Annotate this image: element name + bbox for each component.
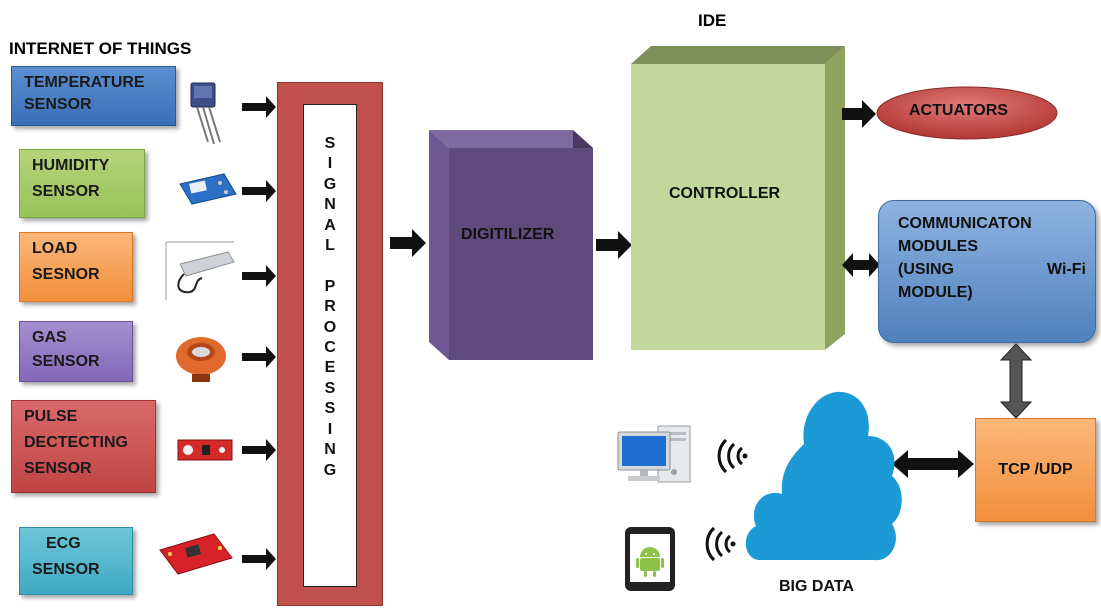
arrow-to-controller <box>596 231 632 259</box>
temperature-sensor-line2: SENSOR <box>24 96 92 113</box>
humidity-sensor-image <box>179 173 237 205</box>
pulse-sensor-line3: SENSOR <box>24 460 92 477</box>
computer-icon <box>617 425 691 483</box>
arrow-controller-communication <box>842 253 880 277</box>
ecg-sensor-line2: SENSOR <box>32 561 100 578</box>
load-sensor-box: LOAD SESNOR <box>19 232 133 302</box>
signal-processing-inner <box>303 104 357 587</box>
pulse-sensor-line1: PULSE <box>24 408 78 425</box>
arrow-pulse <box>242 439 276 461</box>
gas-sensor-image <box>176 337 226 382</box>
ecg-sensor-box: ECG SENSOR <box>19 527 133 595</box>
comm-line4: MODULE) <box>898 284 973 301</box>
arrow-temperature <box>242 96 276 118</box>
communication-modules-box <box>878 200 1096 343</box>
arrow-cloud-tcp <box>892 450 974 478</box>
arrow-load <box>242 265 276 287</box>
wifi-signal-icon <box>717 438 748 474</box>
comm-line1: COMMUNICATON <box>898 215 1032 232</box>
digitizer-label: DIGITILIZER <box>461 226 555 243</box>
arrow-ecg <box>242 548 276 570</box>
actuators-label: ACTUATORS <box>909 102 1008 119</box>
pulse-sensor-image <box>177 439 233 461</box>
load-sensor-line2: SESNOR <box>32 266 100 283</box>
controller-label: CONTROLLER <box>669 185 781 202</box>
humidity-sensor-line2: SENSOR <box>32 183 100 200</box>
comm-line3: (USING Wi-Fi <box>898 258 1086 281</box>
ide-title: IDE <box>698 11 727 30</box>
temperature-sensor-line1: TEMPERATURE <box>24 74 145 91</box>
temperature-sensor-image <box>190 82 221 145</box>
gas-sensor-box: GAS SENSOR <box>19 321 133 382</box>
tcp-udp-box: TCP /UDP <box>975 418 1096 522</box>
ecg-sensor-image <box>159 533 233 575</box>
wifi-signal-icon <box>705 526 736 562</box>
tcp-udp-label: TCP /UDP <box>998 461 1073 478</box>
ecg-sensor-line1: ECG <box>46 535 81 552</box>
pulse-sensor-box: PULSE DECTECTING SENSOR <box>11 400 156 493</box>
tablet-icon <box>625 527 675 591</box>
sensor-arrows <box>242 96 276 570</box>
communication-modules-text: COMMUNICATON MODULES (USING Wi-Fi MODULE… <box>898 212 1086 304</box>
load-sensor-line1: LOAD <box>32 240 78 257</box>
humidity-sensor-line1: HUMIDITY <box>32 157 110 174</box>
gas-sensor-line1: GAS <box>32 329 67 346</box>
actuators-ellipse <box>876 86 1058 140</box>
gas-sensor-line2: SENSOR <box>32 353 100 370</box>
arrow-to-digitizer <box>390 229 426 257</box>
signal-processing-label: S I G N A L P R O C E S S I N G <box>323 135 337 479</box>
load-sensor-image <box>165 241 235 300</box>
comm-line3-right: Wi-Fi <box>1047 261 1086 278</box>
comm-line2: MODULES <box>898 238 978 255</box>
arrow-gas <box>242 346 276 368</box>
big-data-label: BIG DATA <box>779 578 854 595</box>
comm-line3-left: (USING <box>898 261 954 278</box>
big-data-cloud <box>745 391 902 561</box>
arrow-humidity <box>242 180 276 202</box>
controller-block <box>631 46 845 350</box>
temperature-sensor-box: TEMPERATURE SENSOR <box>11 66 176 126</box>
arrow-to-actuators <box>842 100 876 128</box>
arrow-communication-tcp <box>999 343 1033 419</box>
pulse-sensor-line2: DECTECTING <box>24 434 128 451</box>
humidity-sensor-box: HUMIDITY SENSOR <box>19 149 145 218</box>
digitizer-block <box>429 130 593 360</box>
iot-title: INTERNET OF THINGS <box>9 39 192 58</box>
